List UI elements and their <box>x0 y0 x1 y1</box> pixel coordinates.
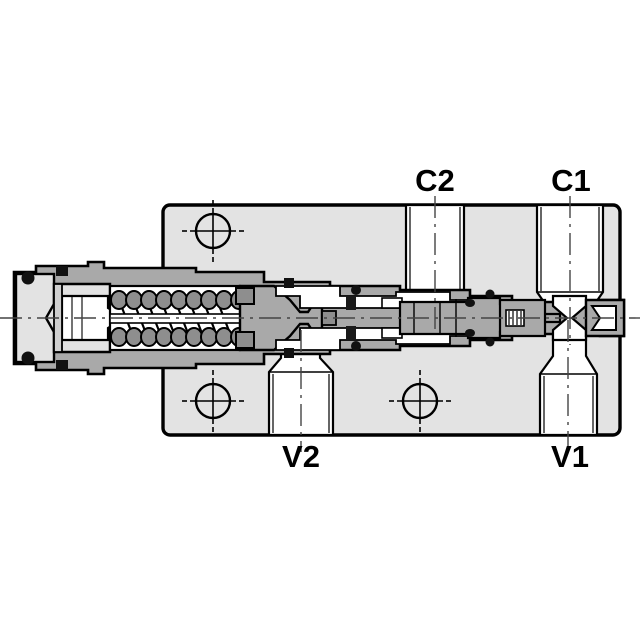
mounting-hole-bottom-center <box>389 370 451 432</box>
centerlines <box>0 196 640 452</box>
port-v1 <box>538 328 599 435</box>
edge-seal-4 <box>351 341 361 351</box>
spool-assembly <box>275 285 626 351</box>
label-v2: V2 <box>282 439 320 474</box>
poppet-collar-bottom <box>235 331 255 349</box>
o-ring-seal-cap-top <box>21 271 35 285</box>
port-labels: C2 C1 V2 V1 <box>282 163 591 474</box>
edge-seal-6 <box>485 337 495 347</box>
seal-block-bottom <box>56 360 68 370</box>
poppet-assembly <box>235 284 337 352</box>
o-ring-seal-cap-bottom <box>21 351 35 365</box>
spring-coil-sections-bottom <box>110 327 248 347</box>
label-c1: C1 <box>551 163 591 198</box>
spring-chamber <box>108 284 248 352</box>
spring-coil-sections-top <box>110 290 248 310</box>
edge-seal-3 <box>351 285 361 295</box>
mounting-hole-bottom-left <box>182 370 244 432</box>
cartridge-edge-details <box>284 278 495 358</box>
mounting-holes <box>182 200 451 432</box>
spool-land-top-1 <box>346 296 356 310</box>
label-v1: V1 <box>551 439 589 474</box>
valve-cartridge <box>12 260 626 376</box>
seal-block-top <box>56 266 68 276</box>
edge-seal-5 <box>485 289 495 299</box>
spool-seal-top <box>465 299 475 307</box>
spool-seal-bottom <box>465 329 475 337</box>
label-c2: C2 <box>415 163 455 198</box>
mounting-hole-top-left <box>182 200 244 262</box>
spool-land-bottom-1 <box>346 326 356 340</box>
poppet-collar-top <box>235 287 255 305</box>
edge-seal-1 <box>284 278 294 288</box>
edge-seal-2 <box>284 348 294 358</box>
